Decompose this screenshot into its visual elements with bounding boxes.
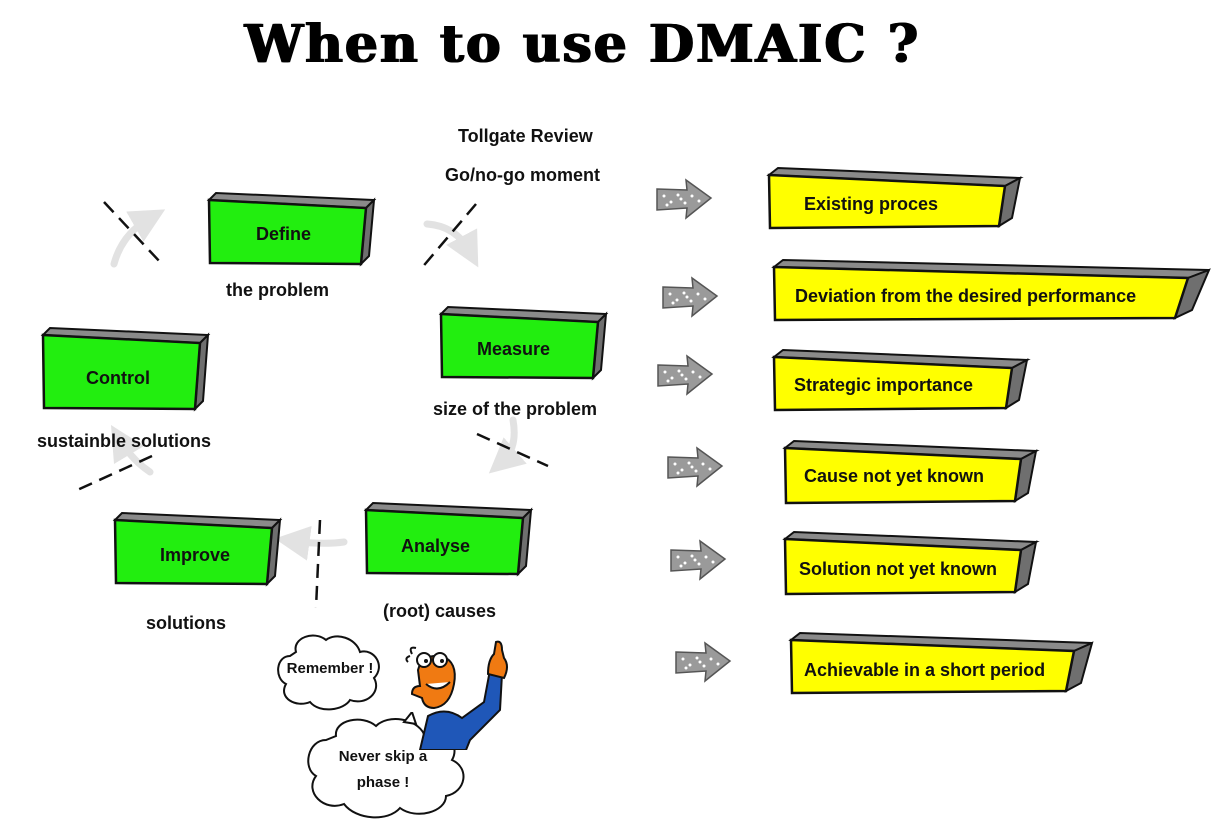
criterion-label: Achievable in a short period (804, 660, 1046, 680)
phase-label: Improve (160, 545, 231, 565)
phase-analyse: Analyse (363, 500, 534, 580)
never-skip-bubble-text: Never skip a phase ! (338, 748, 428, 791)
criterion-strategic-importance: Strategic importance (771, 348, 1031, 412)
block-shape (206, 191, 377, 267)
block-shape (782, 439, 1040, 505)
criterion-label: Cause not yet known (804, 466, 985, 486)
block-shape (771, 348, 1031, 412)
tollgate-dash-icon (476, 432, 549, 468)
cycle-arrow-icon (110, 209, 166, 268)
dotted-right-arrow-icon (667, 446, 724, 488)
dotted-right-arrow-icon (675, 641, 732, 683)
phase-label: Analyse (401, 536, 471, 556)
phase-caption-define: the problem (226, 280, 330, 300)
phase-define: Define (206, 190, 377, 270)
dotted-right-arrow-icon (656, 178, 713, 220)
phase-measure: Measure (438, 304, 609, 384)
criterion-achievable-short-period: Achievable in a short period (788, 631, 1095, 695)
tollgate-dash-icon (314, 519, 322, 609)
block-shape (766, 166, 1024, 230)
block-shape (782, 530, 1040, 596)
phase-label: Measure (477, 339, 551, 359)
block-shape (112, 511, 283, 587)
go-no-go-label: Go/no-go moment (445, 165, 600, 185)
phase-caption-analyse: (root) causes (383, 601, 497, 621)
dotted-right-arrow-icon (662, 276, 719, 318)
criterion-deviation: Deviation from the desired performance (771, 258, 1212, 322)
tollgate-dash-icon (103, 201, 162, 264)
criterion-existing-proces: Existing proces (766, 166, 1024, 230)
block-shape (788, 631, 1094, 695)
tollgate-dash-icon (72, 454, 153, 494)
criterion-label: Strategic importance (794, 375, 974, 395)
block-shape (438, 305, 609, 381)
dotted-right-arrow-icon (670, 539, 727, 581)
cartoon-man-icon (405, 640, 508, 750)
cycle-arrow-icon (423, 220, 479, 268)
phase-label: Control (86, 368, 150, 388)
phase-caption-control: sustainble solutions (37, 431, 212, 451)
phase-control: Control (40, 325, 211, 415)
criterion-label: Existing proces (804, 194, 939, 214)
cycle-arrow-icon (110, 424, 154, 476)
dotted-right-arrow-icon (657, 354, 714, 396)
criterion-label: Solution not yet known (799, 559, 997, 579)
block-shape (363, 501, 534, 577)
phase-improve: Improve (112, 510, 283, 590)
phase-label: Define (256, 224, 312, 244)
thought-cloud-icon (277, 634, 380, 711)
cycle-arrow-icon (488, 416, 527, 474)
tollgate-dash-icon (419, 203, 477, 271)
criterion-cause-not-known: Cause not yet known (782, 439, 1040, 505)
criterion-label: Deviation from the desired performance (795, 286, 1137, 306)
phase-caption-measure: size of the problem (433, 399, 598, 419)
remember-bubble-text: Remember ! (286, 660, 374, 677)
block-shape (771, 258, 1211, 322)
page-title: When to use DMAIC ? (244, 14, 921, 75)
block-shape (40, 326, 211, 412)
phase-caption-improve: solutions (146, 613, 226, 633)
tollgate-review-label: Tollgate Review (458, 126, 593, 146)
criterion-solution-not-known: Solution not yet known (782, 530, 1040, 596)
